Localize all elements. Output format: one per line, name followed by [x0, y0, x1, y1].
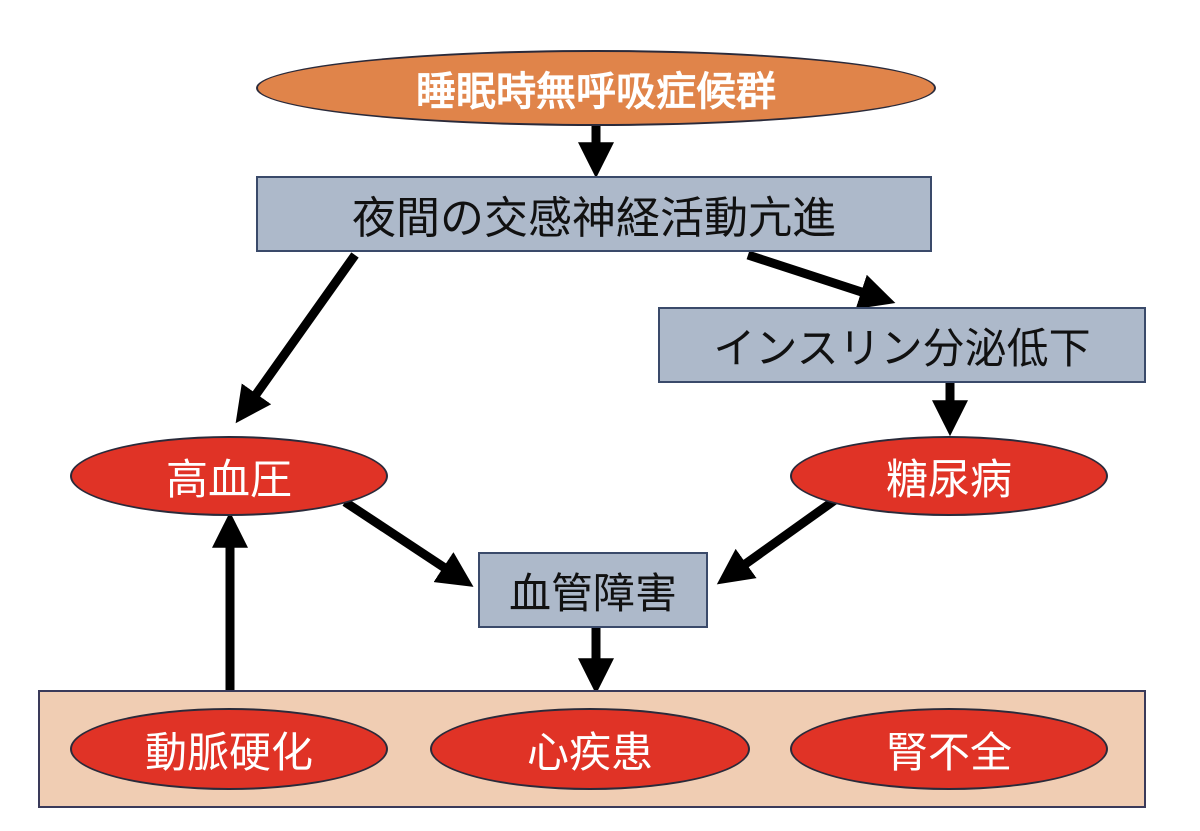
node-kidney-failure: 腎不全: [790, 708, 1108, 790]
node-sleep-apnea: 睡眠時無呼吸症候群: [256, 50, 936, 126]
arrow-diabetes-to-vascular: [716, 496, 838, 585]
arrow-sympathetic-to-insulin: [746, 250, 896, 309]
node-hypertension: 高血圧: [70, 436, 388, 516]
arrow-sympathetic-to-hypertension: [235, 252, 359, 424]
arrow-hypertension-to-vascular: [342, 498, 474, 587]
node-insulin: インスリン分泌低下: [658, 307, 1146, 383]
node-atherosclerosis: 動脈硬化: [70, 708, 388, 790]
node-diabetes: 糖尿病: [790, 436, 1108, 516]
node-vascular: 血管障害: [478, 552, 708, 628]
node-sympathetic: 夜間の交感神経活動亢進: [256, 176, 932, 252]
node-heart-disease: 心疾患: [430, 708, 750, 790]
